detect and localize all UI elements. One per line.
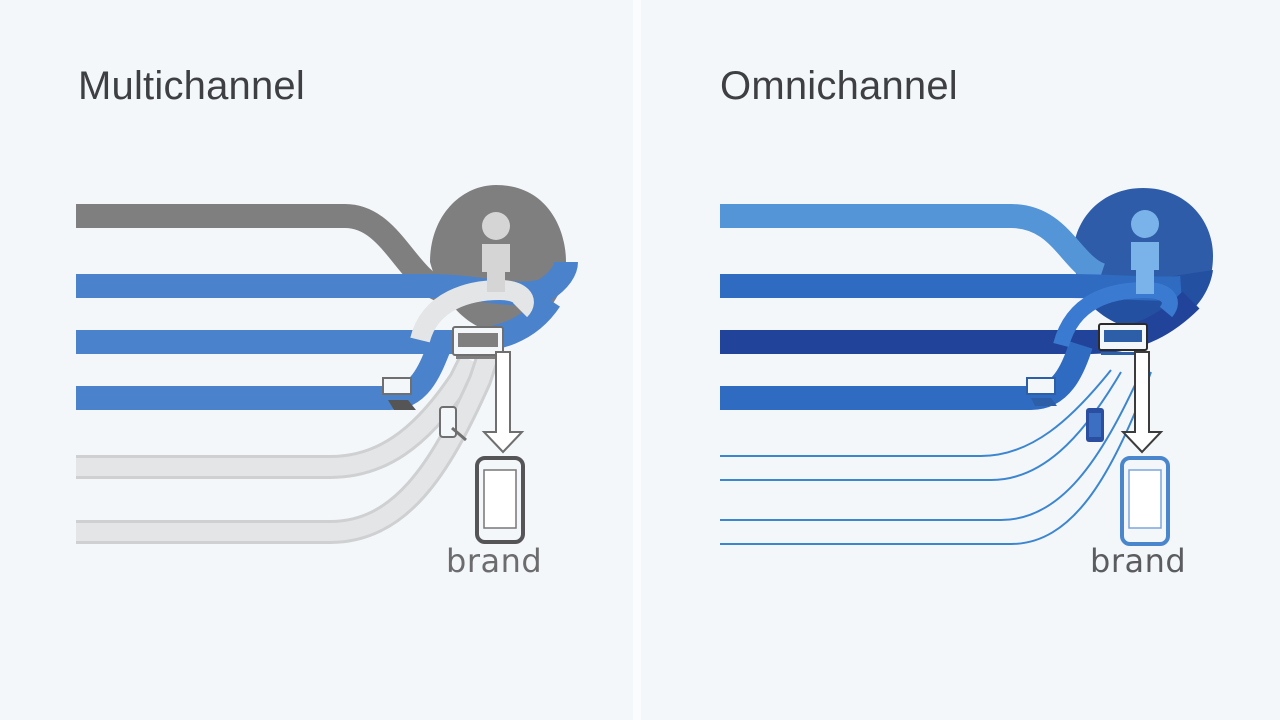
laptop-icon	[1026, 377, 1057, 406]
channel-line-thin-3	[720, 371, 1142, 521]
monitor-icon	[452, 326, 504, 359]
smartphone-icon	[1120, 456, 1170, 546]
smartphone-icon	[475, 456, 525, 544]
omnichannel-title: Omnichannel	[720, 64, 958, 108]
channel-band-blue-2	[720, 341, 1093, 410]
multichannel-title: Multichannel	[78, 64, 305, 108]
person-icon	[482, 212, 510, 292]
channel-band-gray-light-2-inner	[76, 347, 499, 541]
laptop-icon	[382, 377, 416, 410]
omnichannel-brand-label: brand	[1090, 542, 1186, 580]
omnichannel-diagram: brand	[720, 188, 1213, 580]
channel-band-gray-light-1-inner	[76, 355, 479, 476]
tablet-icon	[439, 406, 467, 442]
multichannel-diagram: brand	[76, 185, 578, 580]
tablet-icon	[1086, 408, 1104, 442]
channel-band-blue-3	[76, 340, 452, 410]
channel-band-blue-1	[76, 260, 578, 306]
down-arrow-icon	[481, 351, 525, 454]
channel-line-thin-1	[720, 369, 1112, 457]
omnichannel-panel: Omnichannel	[641, 0, 1280, 720]
channel-line-thin-2	[720, 371, 1122, 481]
down-arrow-icon	[1120, 351, 1164, 454]
person-icon	[1131, 210, 1159, 294]
panel-divider	[633, 0, 641, 720]
channel-band-gray-light-1	[76, 354, 481, 479]
monitor-icon	[1098, 323, 1148, 355]
channel-band-light-blue-top	[720, 204, 1106, 287]
multichannel-brand-label: brand	[446, 542, 542, 580]
multichannel-panel: Multichannel	[0, 0, 633, 720]
